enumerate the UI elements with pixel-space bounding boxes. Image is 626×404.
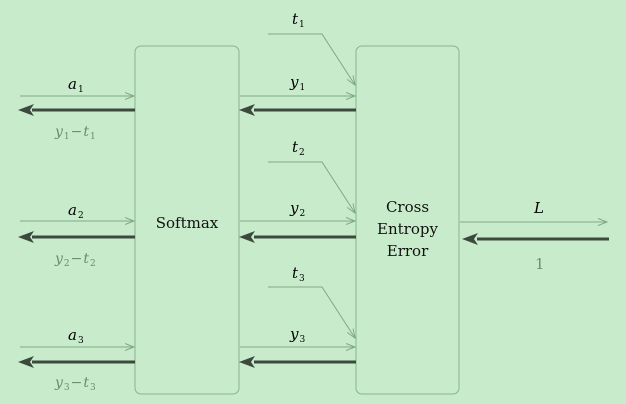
- output-grad-head-3: [239, 356, 255, 368]
- input-label-2: a2: [68, 201, 84, 221]
- target-arrow-1: [268, 33, 355, 85]
- output-label-2: y2: [290, 199, 306, 219]
- target-label-1: t1: [292, 10, 305, 30]
- input-grad-label-1: y1−t1: [55, 124, 96, 142]
- input-grad-label-2: y2−t2: [55, 251, 96, 269]
- loss-grad-label: 1: [535, 255, 545, 273]
- softmax-label: Softmax: [155, 214, 219, 232]
- target-arrow-2: [268, 161, 355, 213]
- input-label-1: a1: [68, 75, 84, 95]
- cross-entropy-line-3: Error: [386, 242, 429, 260]
- target-label-3: t3: [292, 264, 305, 284]
- cross-entropy-block: [355, 45, 460, 395]
- softmax-block: [134, 45, 240, 395]
- input-label-3: a3: [68, 326, 84, 346]
- target-label-2: t2: [292, 138, 305, 158]
- cross-entropy-line-2: Entropy: [377, 220, 438, 238]
- input-grad-head-1: [18, 104, 34, 116]
- target-arrow-3: [268, 286, 355, 338]
- output-grad-head-2: [239, 231, 255, 243]
- input-grad-head-3: [18, 356, 34, 368]
- loss-label: L: [534, 199, 544, 217]
- input-grad-label-3: y3−t3: [55, 375, 96, 393]
- cross-entropy-line-1: Cross: [385, 198, 430, 216]
- loss-grad-head: [462, 233, 478, 245]
- input-grad-head-2: [18, 231, 34, 243]
- output-label-1: y1: [290, 73, 306, 93]
- output-label-3: y3: [290, 325, 306, 345]
- cross-entropy-label: Cross Entropy Error: [356, 196, 459, 262]
- output-grad-head-1: [239, 104, 255, 116]
